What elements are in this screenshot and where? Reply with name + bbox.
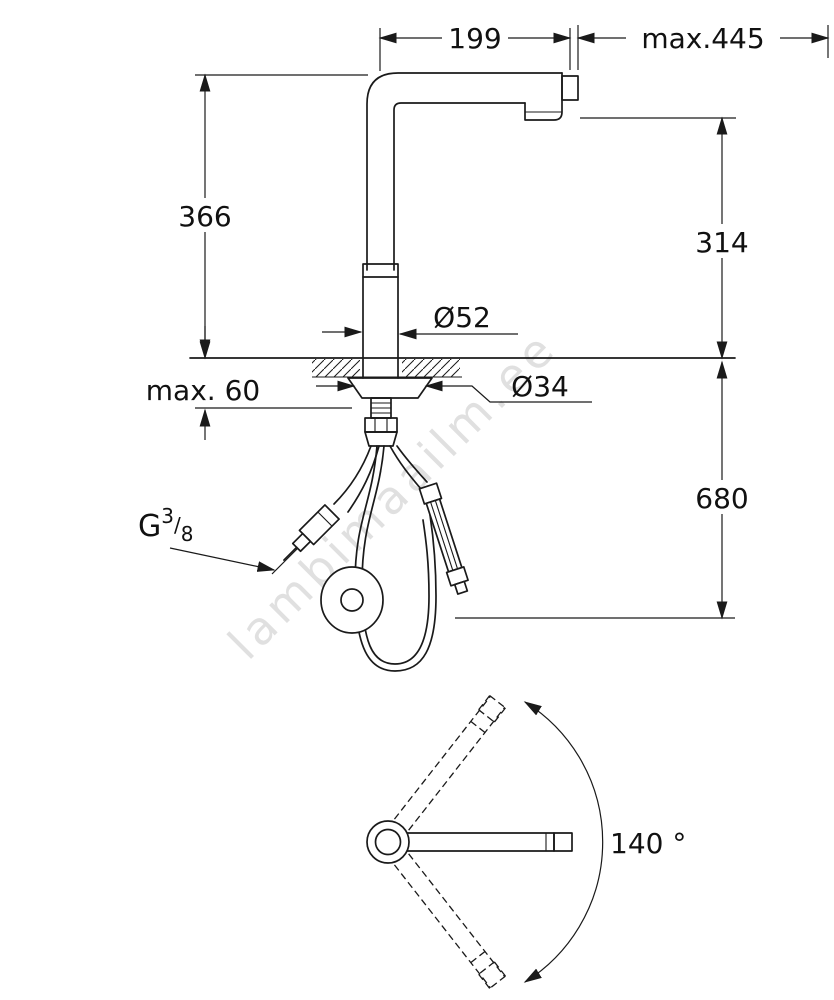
pullout-hose-loop-inner <box>361 445 430 665</box>
faucet-side-view <box>362 72 579 379</box>
spout-outer-edge <box>366 72 563 271</box>
dimension-366: 366 <box>168 73 368 360</box>
dimension-g38: G3/8 <box>138 504 276 572</box>
dimension-680: 680 <box>455 360 760 620</box>
dimension-max60: max. 60 <box>128 326 352 440</box>
dimension-d52: Ø52 <box>322 301 518 340</box>
escutcheon-cone <box>347 377 433 399</box>
thread-tick <box>271 547 299 575</box>
handle-tip-crosshatch <box>553 832 573 852</box>
braided-hose <box>418 482 469 595</box>
handle-bar <box>403 832 555 852</box>
base-ring-outer <box>366 820 410 864</box>
left-supply-hose-a <box>333 445 372 505</box>
dim-label-140deg: 140 ° <box>610 827 686 860</box>
hose-manifold <box>364 431 398 447</box>
right-supply-hose-a <box>389 445 422 490</box>
base-ring-inner <box>374 828 402 856</box>
counter-section <box>189 357 736 378</box>
dim-label-d34: Ø34 <box>511 370 569 403</box>
hose-weight <box>320 566 384 634</box>
left-hose-connector <box>283 504 340 561</box>
pullout-hose-loop-outer <box>354 445 437 672</box>
spout-collar-crosshatch <box>362 263 399 278</box>
below-counter-assembly <box>271 377 469 672</box>
swivel-arc <box>523 701 604 983</box>
dim-label-max60: max. 60 <box>146 374 260 407</box>
dim-label-680: 680 <box>695 482 748 515</box>
dim-label-d52: Ø52 <box>433 301 491 334</box>
dim-label-max445: max.445 <box>641 22 764 55</box>
dim-label-314: 314 <box>695 226 748 259</box>
mounting-nut <box>364 417 398 433</box>
counter-hatch-right <box>402 359 460 377</box>
dim-label-366: 366 <box>178 200 231 233</box>
handle-position-down-dashed <box>393 853 506 989</box>
handle-position-up-dashed <box>393 695 506 831</box>
right-supply-hose-b <box>396 445 428 483</box>
spray-head-hose-crosshatch <box>561 75 579 101</box>
spray-head <box>524 72 563 121</box>
nut-facets <box>374 418 388 432</box>
faucet-top-view: 140 ° <box>366 695 686 989</box>
hose-weight-button <box>340 588 364 612</box>
left-supply-hose-b <box>347 445 380 513</box>
shaft-thread-lines <box>371 402 391 414</box>
dimension-d34: Ø34 <box>316 370 592 403</box>
dimension-314: 314 <box>580 116 759 360</box>
dimension-199: 199 <box>378 22 572 71</box>
spout-inner-edge <box>393 102 526 271</box>
counter-hatch-left <box>312 359 360 377</box>
dimension-max445: max.445 <box>576 22 830 70</box>
thread-label: G3/8 <box>138 504 193 546</box>
dim-label-199: 199 <box>448 22 501 55</box>
